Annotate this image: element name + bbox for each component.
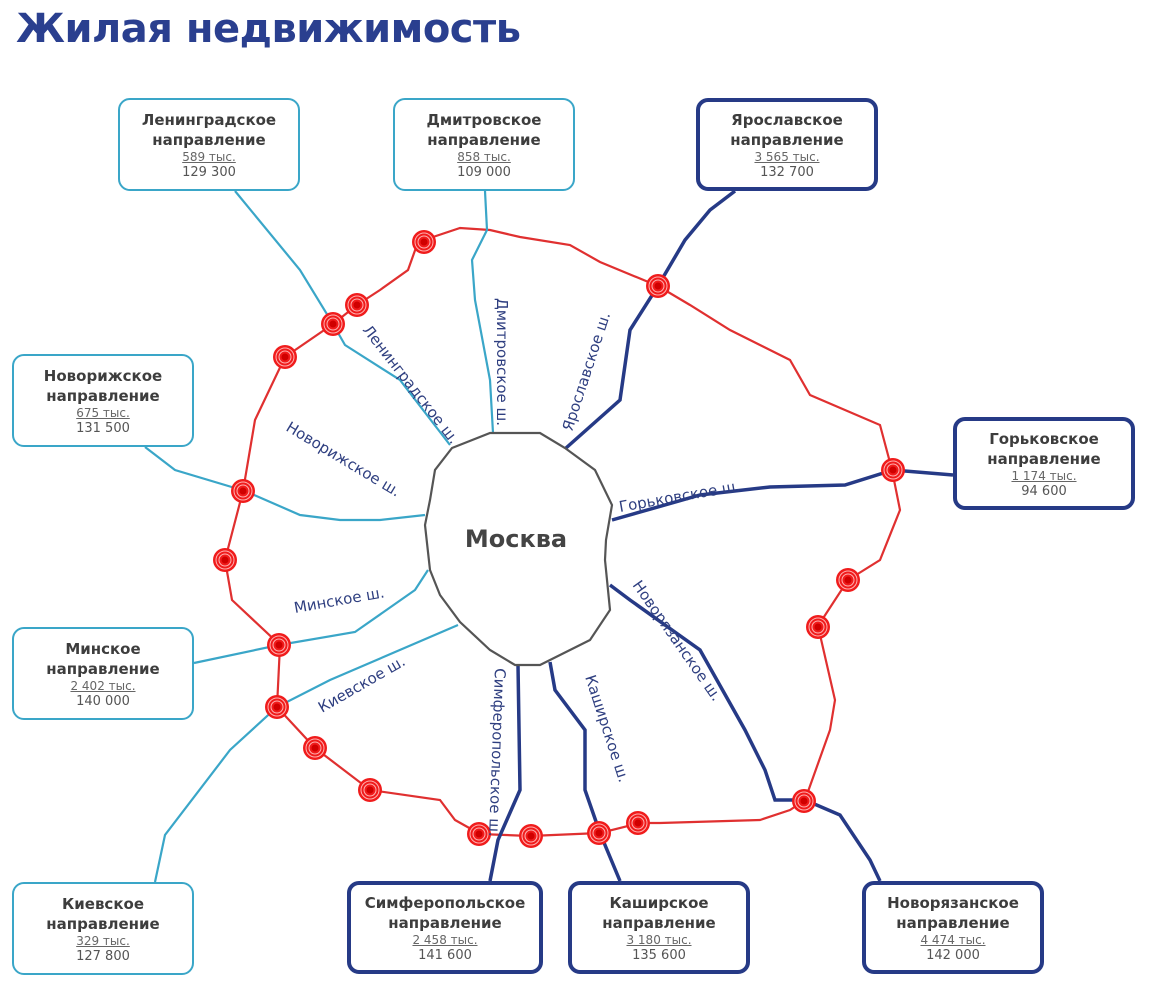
count-link[interactable]: 589 тыс. (182, 150, 236, 164)
page-title: Жилая недвижимость (16, 6, 521, 52)
road-label: Минское ш. (293, 583, 386, 617)
count-link[interactable]: 3 565 тыс. (754, 150, 820, 164)
moscow-city-outline (423, 431, 614, 667)
count-link[interactable]: 2 402 тыс. (70, 679, 136, 693)
station-marker-icon (358, 778, 382, 802)
road-label: Ленинградское ш. (359, 321, 463, 447)
station-marker-icon (273, 345, 297, 369)
count-link[interactable]: 858 тыс. (457, 150, 511, 164)
station-marker-icon (806, 615, 830, 639)
road-label: Горьковское ш. (618, 477, 742, 516)
station-marker-icon (267, 633, 291, 657)
station-marker-icon (213, 548, 237, 572)
road-label: Каширское ш. (581, 673, 633, 785)
station-marker-icon (881, 458, 905, 482)
station-marker-icon (345, 293, 369, 317)
station-marker-icon (412, 230, 436, 254)
station-marker-icon (519, 824, 543, 848)
station-marker-icon (467, 822, 491, 846)
road-label: Новорижское ш. (283, 418, 404, 501)
road-minskoe (193, 569, 429, 665)
count-link[interactable]: 1 174 тыс. (1011, 469, 1077, 483)
station-marker-icon (321, 312, 345, 336)
station-marker-icon (626, 811, 650, 835)
station-marker-icon (303, 736, 327, 760)
count-link[interactable]: 3 180 тыс. (626, 933, 692, 947)
road-label: Новорязанское ш. (629, 577, 726, 704)
road-leningradskoe (234, 190, 451, 446)
count-link[interactable]: 4 474 тыс. (920, 933, 986, 947)
station-marker-icon (836, 568, 860, 592)
road-yaroslavskoe (564, 189, 737, 450)
road-simferopolskoe (488, 664, 522, 882)
station-marker-icon (231, 479, 255, 503)
count-link[interactable]: 2 458 тыс. (412, 933, 478, 947)
road-novorizhskoe (144, 446, 426, 522)
count-link[interactable]: 329 тыс. (76, 934, 130, 948)
road-label: Киевское ш. (315, 652, 408, 716)
count-link[interactable]: 675 тыс. (76, 406, 130, 420)
station-marker-icon (792, 789, 816, 813)
road-kievskoe (153, 623, 459, 883)
road-label: Симферопольское ш. (485, 668, 509, 837)
station-marker-icon (646, 274, 670, 298)
road-label: Дмитровское ш. (493, 298, 511, 426)
station-marker-icon (265, 695, 289, 719)
road-kashirskoe (548, 661, 622, 882)
road-novoryazanskoe (608, 583, 882, 882)
city-label: Москва (465, 525, 567, 553)
road-dmitrovskoe (470, 190, 495, 434)
station-marker-icon (587, 821, 611, 845)
